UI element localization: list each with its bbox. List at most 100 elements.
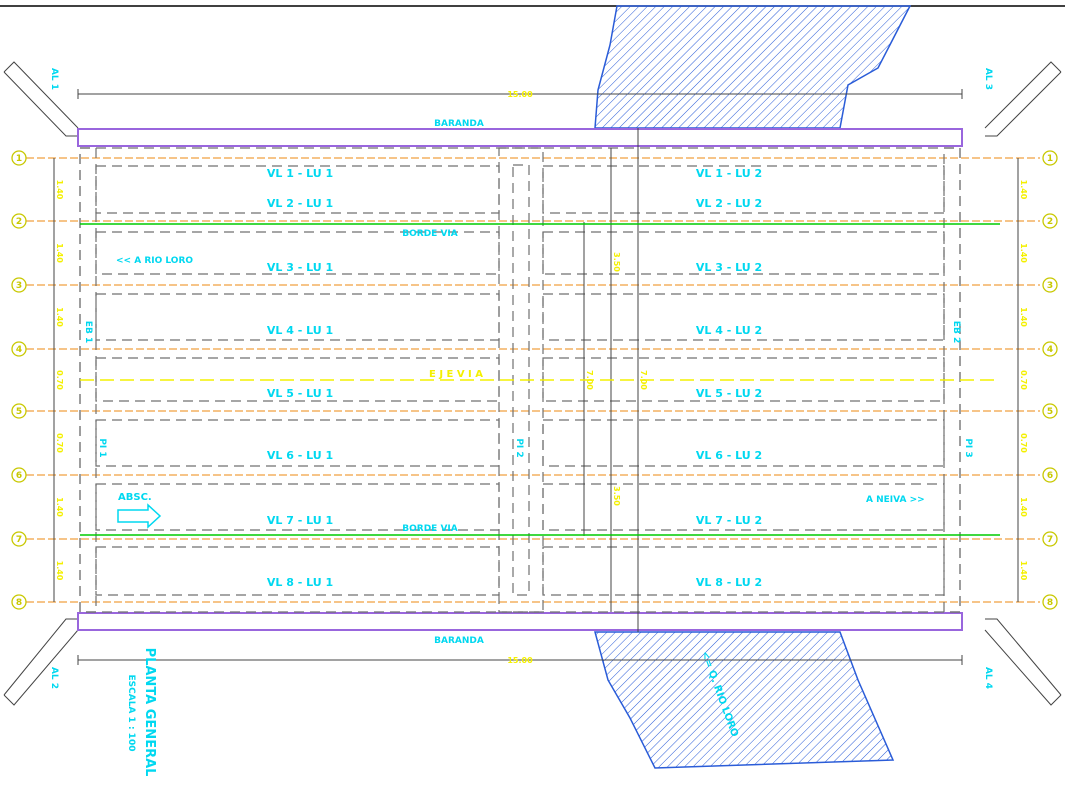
spacing-dim-left-5: 0.70 xyxy=(55,433,64,453)
beam-outline-left-1 xyxy=(95,165,500,214)
axis-bubble-left-4 xyxy=(11,341,27,357)
beam-label-left-8: VL 8 - LU 1 xyxy=(267,576,333,589)
pi3-label: PI 3 xyxy=(963,438,973,457)
spacing-dim-left-4: 0.70 xyxy=(55,370,64,390)
axis-bubble-left-3 xyxy=(11,277,27,293)
axis-bubble-right-6 xyxy=(1042,467,1058,483)
axis-number-left-5: 5 xyxy=(16,407,22,417)
axis-number-left-7: 7 xyxy=(16,535,22,545)
al1-label: AL 1 xyxy=(49,68,59,90)
axis-bubble-right-7 xyxy=(1042,531,1058,547)
axis-number-right-4: 4 xyxy=(1047,345,1053,355)
axis-lines xyxy=(26,157,1040,603)
spacing-dim-right-5: 0.70 xyxy=(1019,433,1028,453)
al2-label: AL 2 xyxy=(49,667,59,689)
spacing-dim-right-7: 1.40 xyxy=(1019,561,1028,581)
borde-via-bottom-label: BORDE VIA xyxy=(402,524,458,534)
axis-bubble-left-7 xyxy=(11,531,27,547)
top-span-dim: 15.00 xyxy=(507,90,533,99)
river-lower xyxy=(594,631,895,769)
axis-bubble-right-5 xyxy=(1042,403,1058,419)
axis-bubble-left-6 xyxy=(11,467,27,483)
axis-number-left-8: 8 xyxy=(16,598,22,608)
right-direction-label: A NEIVA >> xyxy=(866,495,925,505)
baranda-top-label: BARANDA xyxy=(434,119,484,129)
al3-label: AL 3 xyxy=(983,68,993,90)
beam-label-right-5: VL 5 - LU 2 xyxy=(696,387,762,400)
spacing-dim-right-4: 0.70 xyxy=(1019,370,1028,390)
wing-wall-bottom-left xyxy=(3,618,79,706)
baranda-top xyxy=(77,128,963,147)
left-direction-label: << A RIO LORO xyxy=(116,256,193,266)
wing-wall-top-right xyxy=(984,61,1062,137)
axis-number-left-4: 4 xyxy=(16,345,22,355)
beam-label-left-4: VL 4 - LU 1 xyxy=(267,324,333,337)
axis-bubble-right-2 xyxy=(1042,213,1058,229)
baranda-bottom-label: BARANDA xyxy=(434,636,484,646)
axis-bubble-right-4 xyxy=(1042,341,1058,357)
beam-label-right-8: VL 8 - LU 2 xyxy=(696,576,762,589)
mid-upper-dim: 3.50 xyxy=(612,252,621,272)
axis-number-right-3: 3 xyxy=(1047,281,1053,291)
axis-number-right-5: 5 xyxy=(1047,407,1053,417)
baranda-bottom xyxy=(77,612,963,631)
pi2-label: PI 2 xyxy=(514,438,524,457)
borde-via-top-label: BORDE VIA xyxy=(402,229,458,239)
spacing-dim-right-2: 1.40 xyxy=(1019,243,1028,263)
drawing-scale: ESCALA 1 : 100 xyxy=(126,675,136,752)
al4-label: AL 4 xyxy=(983,667,993,689)
axis-bubble-left-8 xyxy=(11,594,27,610)
absc-label: ABSC. xyxy=(118,492,152,503)
spacing-dim-right-3: 1.40 xyxy=(1019,307,1028,327)
axis-bubble-right-3 xyxy=(1042,277,1058,293)
beam-label-right-6: VL 6 - LU 2 xyxy=(696,449,762,462)
axis-number-left-1: 1 xyxy=(16,154,22,164)
beam-label-left-1: VL 1 - LU 1 xyxy=(267,167,333,180)
mid-lower-dim: 3.50 xyxy=(612,486,621,506)
spacing-dim-right-1: 1.40 xyxy=(1019,180,1028,200)
beam-label-left-2: VL 2 - LU 1 xyxy=(267,197,333,210)
beam-label-left-7: VL 7 - LU 1 xyxy=(267,514,333,527)
axis-number-left-3: 3 xyxy=(16,281,22,291)
axis-number-right-2: 2 xyxy=(1047,217,1053,227)
beam-label-right-3: VL 3 - LU 2 xyxy=(696,261,762,274)
beam-outline-left-3 xyxy=(95,293,500,341)
spacing-dim-left-2: 1.40 xyxy=(55,243,64,263)
beam-label-right-4: VL 4 - LU 2 xyxy=(696,324,762,337)
bottom-dimension: 15.00 xyxy=(77,655,963,665)
absc-arrow xyxy=(117,503,162,529)
beam-label-left-5: VL 5 - LU 1 xyxy=(267,387,333,400)
axis-bubble-left-1 xyxy=(11,150,27,166)
axis-number-right-8: 8 xyxy=(1047,598,1053,608)
eb2-label: EB 2 xyxy=(951,321,961,343)
wing-wall-top-left xyxy=(3,61,79,137)
river-upper xyxy=(594,5,912,129)
wing-wall-bottom-right xyxy=(984,618,1062,706)
eje-via-label: E J E V I A xyxy=(429,369,483,380)
axis-bubble-right-1 xyxy=(1042,150,1058,166)
beam-label-left-6: VL 6 - LU 1 xyxy=(267,449,333,462)
eb1-label: EB 1 xyxy=(83,321,93,343)
beam-label-right-7: VL 7 - LU 2 xyxy=(696,514,762,527)
spacing-dim-right-6: 1.40 xyxy=(1019,497,1028,517)
pi1-label: PI 1 xyxy=(97,438,107,457)
spacing-dim-left-1: 1.40 xyxy=(55,180,64,200)
bottom-span-dim: 15.00 xyxy=(507,656,533,665)
axis-number-right-7: 7 xyxy=(1047,535,1053,545)
top-dimension: 15.00 xyxy=(77,89,963,99)
spacing-dim-left-3: 1.40 xyxy=(55,307,64,327)
axis-number-left-6: 6 xyxy=(16,471,22,481)
beam-label-left-3: VL 3 - LU 1 xyxy=(267,261,333,274)
axis-bubble-right-8 xyxy=(1042,594,1058,610)
axis-bubble-left-2 xyxy=(11,213,27,229)
spacing-dim-left-7: 1.40 xyxy=(55,561,64,581)
axis-number-left-2: 2 xyxy=(16,217,22,227)
spacing-dims: 1.40 1.40 1.40 1.40 1.40 1.40 0.70 0.70 0.70 0.70… xyxy=(55,180,1028,581)
beam-outline-left-7 xyxy=(95,546,500,596)
spacing-dim-left-6: 1.40 xyxy=(55,497,64,517)
axis-bubble-left-5 xyxy=(11,403,27,419)
beam-label-right-2: VL 2 - LU 2 xyxy=(696,197,762,210)
